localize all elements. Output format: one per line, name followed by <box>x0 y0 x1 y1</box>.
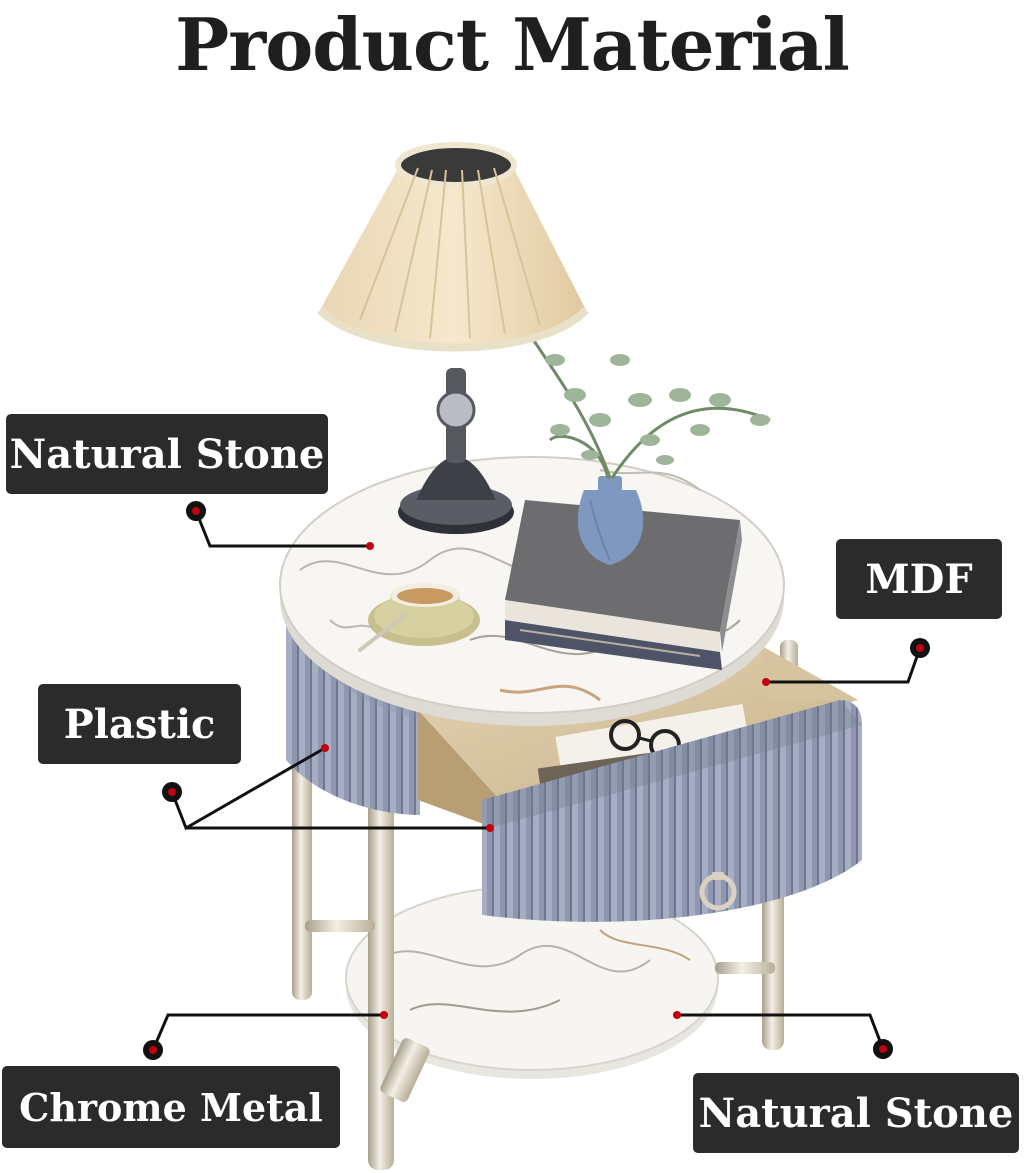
callout-dot-mdf <box>910 638 930 658</box>
callout-dot-natural-stone-bottom <box>873 1039 893 1059</box>
callout-line-natural-stone-bottom <box>677 1013 885 1050</box>
coffee-cup <box>358 583 480 652</box>
target-dot-body-plastic <box>321 744 329 752</box>
potted-plant <box>518 319 771 565</box>
callout-dot-natural-stone-top <box>186 501 206 521</box>
callout-line-mdf <box>766 647 922 684</box>
table-lamp <box>317 142 589 534</box>
label-chrome-metal: Chrome Metal <box>2 1066 340 1148</box>
callout-dots <box>143 501 930 1060</box>
lower-shelf <box>345 885 719 1079</box>
callout-line-natural-stone-top <box>194 510 370 548</box>
callout-lines <box>151 510 922 1051</box>
page-title: Product Material <box>175 2 850 87</box>
target-dot-drawer-wood <box>762 678 770 686</box>
target-dot-leg <box>380 1011 388 1019</box>
label-plastic: Plastic <box>38 684 241 764</box>
drawer-front <box>482 700 862 922</box>
label-natural-stone-top: Natural Stone <box>6 414 328 494</box>
target-dot-lower-shelf <box>673 1011 681 1019</box>
label-mdf: MDF <box>836 539 1002 619</box>
label-natural-stone-bottom: Natural Stone <box>693 1073 1019 1153</box>
target-dot-tabletop <box>366 542 374 550</box>
book-stack <box>505 500 742 670</box>
target-dot-drawer-plastic <box>486 824 494 832</box>
callout-dot-plastic <box>162 782 182 802</box>
callout-dot-chrome-metal <box>143 1040 163 1060</box>
callout-line-chrome-metal <box>151 1013 384 1051</box>
